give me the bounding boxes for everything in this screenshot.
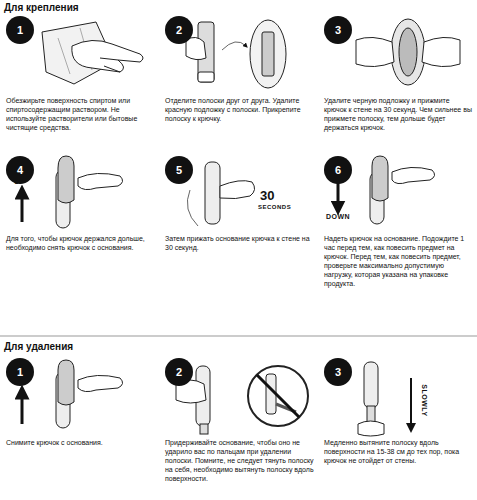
- pull-strip-illustration: [358, 362, 411, 436]
- time-unit: SECONDS: [258, 204, 291, 210]
- hook: [372, 156, 388, 201]
- hook-face: [399, 28, 417, 76]
- step-number-text: 2: [165, 24, 193, 36]
- step-circle-shape: [165, 16, 193, 44]
- hook-base: [364, 362, 378, 408]
- step-number: 6: [324, 156, 352, 184]
- section-divider: [0, 336, 477, 337]
- finger: [220, 181, 255, 199]
- step-number-text: 5: [165, 164, 193, 176]
- strip-tab: [200, 424, 208, 434]
- prohibition-circle: [248, 366, 308, 426]
- step-circle-shape: [6, 16, 34, 44]
- hook: [391, 19, 425, 85]
- up-arrow: [21, 192, 24, 222]
- strip-illustration: [186, 20, 286, 88]
- step-caption: Затем прижать основание крючка к стене н…: [165, 234, 315, 252]
- hook: [58, 360, 74, 405]
- step-number: 3: [324, 16, 352, 44]
- wipe-illustration: [42, 22, 143, 84]
- step-circle-shape: [324, 358, 352, 386]
- step-caption: Медленно вытяните полоску вдоль поверхно…: [324, 438, 474, 465]
- step-number-text: 3: [324, 24, 352, 36]
- step-number: 5: [165, 156, 193, 184]
- step-caption: Придерживайте основание, чтобы оно не уд…: [165, 438, 315, 483]
- step-number-text: 3: [324, 366, 352, 378]
- step-number-text: 1: [6, 24, 34, 36]
- step-number: 3: [324, 358, 352, 386]
- section-heading: Для крепления: [4, 2, 79, 13]
- lift-illustration: [22, 156, 123, 228]
- section-heading: Для удаления: [4, 341, 73, 352]
- hold-base-illustration: [176, 366, 308, 434]
- direction-label: UP: [14, 378, 25, 385]
- direction-label: UP: [14, 178, 25, 185]
- direction-label: DOWN: [326, 213, 350, 220]
- step-number-text: 6: [324, 164, 352, 176]
- hook-base: [205, 162, 220, 224]
- step-number-text: 2: [165, 366, 193, 378]
- left-hand: [356, 37, 394, 66]
- hand: [186, 37, 206, 59]
- step-circle-shape: [6, 156, 34, 184]
- step-caption: Обезжирьте поверхность спиртом или спирт…: [6, 96, 156, 132]
- hand: [392, 167, 435, 183]
- step-caption: Для того, чтобы крючок держался дольше, …: [6, 234, 156, 252]
- step-circle-shape: [324, 156, 352, 184]
- motion-arrow: [222, 42, 246, 50]
- step-circle-shape: [324, 16, 352, 44]
- step-caption: Отделите полоски друг от друга. Удалите …: [165, 96, 315, 123]
- fingers: [358, 421, 384, 436]
- right-hand: [422, 37, 460, 66]
- hand: [72, 40, 143, 72]
- step-number: 2: [165, 16, 193, 44]
- step-circle-shape: [165, 156, 193, 184]
- up-arrow: [21, 392, 24, 424]
- down-arrow: [410, 378, 412, 428]
- press-illustration: [356, 19, 460, 85]
- hand: [78, 173, 123, 189]
- step-circle-shape: [165, 358, 193, 386]
- step-circle-shape: [6, 358, 34, 386]
- step-caption: Удалите черную подложку и прижмите крючо…: [324, 96, 474, 132]
- prohibition-slash: [257, 375, 299, 417]
- step-number: 1: [6, 16, 34, 44]
- step-caption: Надеть крючок на основание. Подождите 1 …: [324, 234, 474, 289]
- time-number: 30: [260, 188, 274, 203]
- adhesive-strip: [262, 32, 274, 76]
- press-base-illustration: [187, 162, 254, 226]
- hook-back: [250, 20, 286, 88]
- strip-tab: [198, 72, 214, 82]
- step-number-text: 4: [6, 164, 34, 176]
- motion-line: [187, 190, 198, 226]
- step-caption: Снимите крючок с основания.: [6, 438, 156, 447]
- remove-hook-illustration: [22, 360, 123, 428]
- step-number: 2: [165, 358, 193, 386]
- hand: [78, 375, 123, 391]
- direction-label: SLOWLY: [421, 377, 428, 425]
- step-number-text: 1: [6, 366, 34, 378]
- finger-line: [100, 58, 120, 72]
- hook: [58, 156, 74, 203]
- attach-illustration: [338, 156, 435, 224]
